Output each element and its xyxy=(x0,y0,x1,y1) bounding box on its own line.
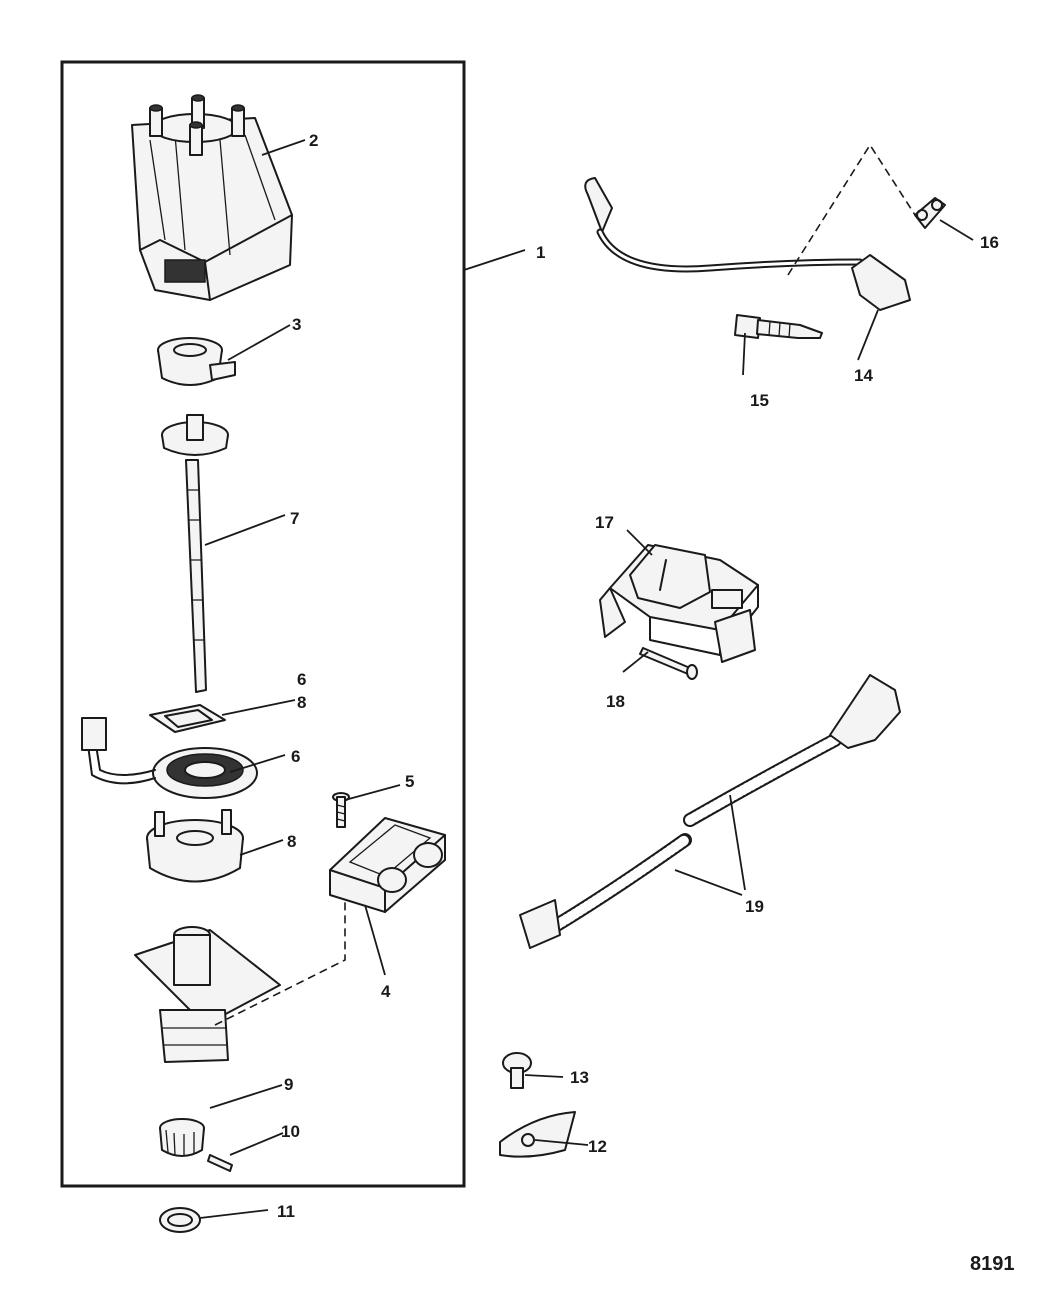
module-screw[interactable] xyxy=(332,792,350,828)
roll-pin[interactable] xyxy=(207,1154,233,1172)
callout-11: 11 xyxy=(277,1202,295,1221)
wire-clip[interactable] xyxy=(914,197,946,229)
leader-lines xyxy=(199,139,974,1219)
callout-15: 15 xyxy=(750,391,769,410)
callout-4: 4 xyxy=(381,982,391,1001)
distributor-housing[interactable] xyxy=(134,900,346,1063)
pickup-coil[interactable] xyxy=(81,717,258,799)
callout-19: 19 xyxy=(745,897,764,916)
drive-gear[interactable] xyxy=(159,1118,205,1157)
callout-14: 14 xyxy=(854,366,873,385)
callout-6-upper: 6 xyxy=(297,670,306,689)
callout-10: 10 xyxy=(281,1122,300,1141)
callout-16: 16 xyxy=(980,233,999,252)
callout-7: 7 xyxy=(290,509,299,528)
callout-17: 17 xyxy=(595,513,614,532)
distributor-shaft[interactable] xyxy=(161,414,229,693)
gasket-plate[interactable] xyxy=(149,704,226,733)
ignition-module[interactable] xyxy=(329,817,446,913)
callout-18: 18 xyxy=(606,692,625,711)
figure-number: 8191 xyxy=(970,1253,1015,1275)
seal-ring[interactable] xyxy=(159,1207,201,1233)
distributor-cap[interactable] xyxy=(131,94,293,301)
callout-8-lower: 8 xyxy=(287,832,296,851)
distributor-assembly-frame xyxy=(60,60,466,1188)
spark-plug-wire[interactable] xyxy=(584,177,911,311)
callout-9: 9 xyxy=(284,1075,293,1094)
callout-13: 13 xyxy=(570,1068,589,1087)
rotor[interactable] xyxy=(157,337,236,386)
pole-piece-cover[interactable] xyxy=(146,809,244,883)
callout-3: 3 xyxy=(292,315,301,334)
ignition-coil[interactable] xyxy=(599,544,759,663)
coil-bolt[interactable] xyxy=(639,647,698,680)
callout-8-upper: 8 xyxy=(297,693,306,712)
spark-plug[interactable] xyxy=(734,314,823,339)
callout-1: 1 xyxy=(536,243,545,262)
wiring-harness[interactable] xyxy=(519,674,901,949)
callout-6-lower: 6 xyxy=(291,747,300,766)
callout-5: 5 xyxy=(405,772,414,791)
callout-2: 2 xyxy=(309,131,318,150)
hold-down-bolt[interactable] xyxy=(502,1052,532,1089)
callout-12: 12 xyxy=(588,1137,607,1156)
hold-down-clamp[interactable] xyxy=(499,1111,576,1158)
